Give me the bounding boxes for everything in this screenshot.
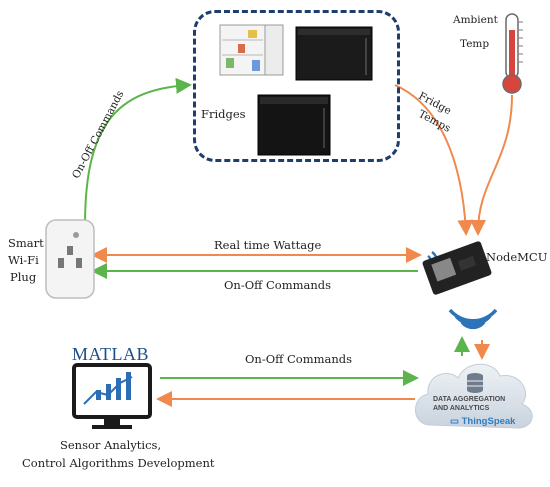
- smart-plug-label-line3: Plug: [10, 270, 37, 284]
- arrow-fridge-temps: [394, 84, 474, 236]
- smart-plug-icon: [45, 219, 95, 299]
- ambient-temp-label-line2: Temp: [460, 38, 490, 50]
- data-aggregation-line2: AND ANALYTICS: [433, 405, 490, 412]
- smart-plug-label-line2: Wi-Fi: [8, 253, 39, 267]
- cloud-icon: [415, 363, 533, 429]
- thingspeak-logo: ▭ ThingSpeak: [450, 416, 515, 427]
- nodemcu-label: NodeMCU: [486, 250, 548, 264]
- fridges-group-box: [193, 10, 400, 162]
- arrow-on-off-to-fridges: [84, 77, 192, 226]
- on-off-commands-matlab-label: On-Off Commands: [245, 352, 353, 366]
- monitor-icon: [72, 363, 152, 429]
- wifi-icon-cloud-side: [448, 308, 498, 330]
- database-icon: [467, 373, 483, 393]
- ambient-temp-label-line1: Ambient: [453, 14, 498, 26]
- data-aggregation-line1: DATA AGGREGATION: [433, 396, 506, 403]
- on-off-commands-plug-label: On-Off Commands: [224, 278, 332, 292]
- fridge-black-top-icon: [295, 26, 373, 81]
- fridges-label: Fridges: [201, 107, 246, 121]
- thingspeak-screen-icon: ▭: [450, 416, 459, 427]
- nodemcu-board-icon: [422, 241, 492, 295]
- data-aggregation-label: DATA AGGREGATION AND ANALYTICS: [433, 395, 533, 413]
- sensor-analytics-label-line2: Control Algorithms Development: [22, 456, 215, 470]
- fridge-open-icon: [219, 24, 284, 76]
- matlab-logo: MATLAB: [72, 344, 150, 364]
- sensor-analytics-label-line1: Sensor Analytics,: [60, 438, 162, 452]
- thermometer-icon: [502, 13, 523, 94]
- real-time-wattage-label: Real time Wattage: [214, 238, 322, 252]
- arrow-ambient-temp: [470, 94, 513, 236]
- smart-plug-label-line1: Smart: [8, 236, 44, 250]
- fridge-black-bottom-icon: [257, 94, 331, 156]
- thingspeak-label: ThingSpeak: [461, 416, 516, 427]
